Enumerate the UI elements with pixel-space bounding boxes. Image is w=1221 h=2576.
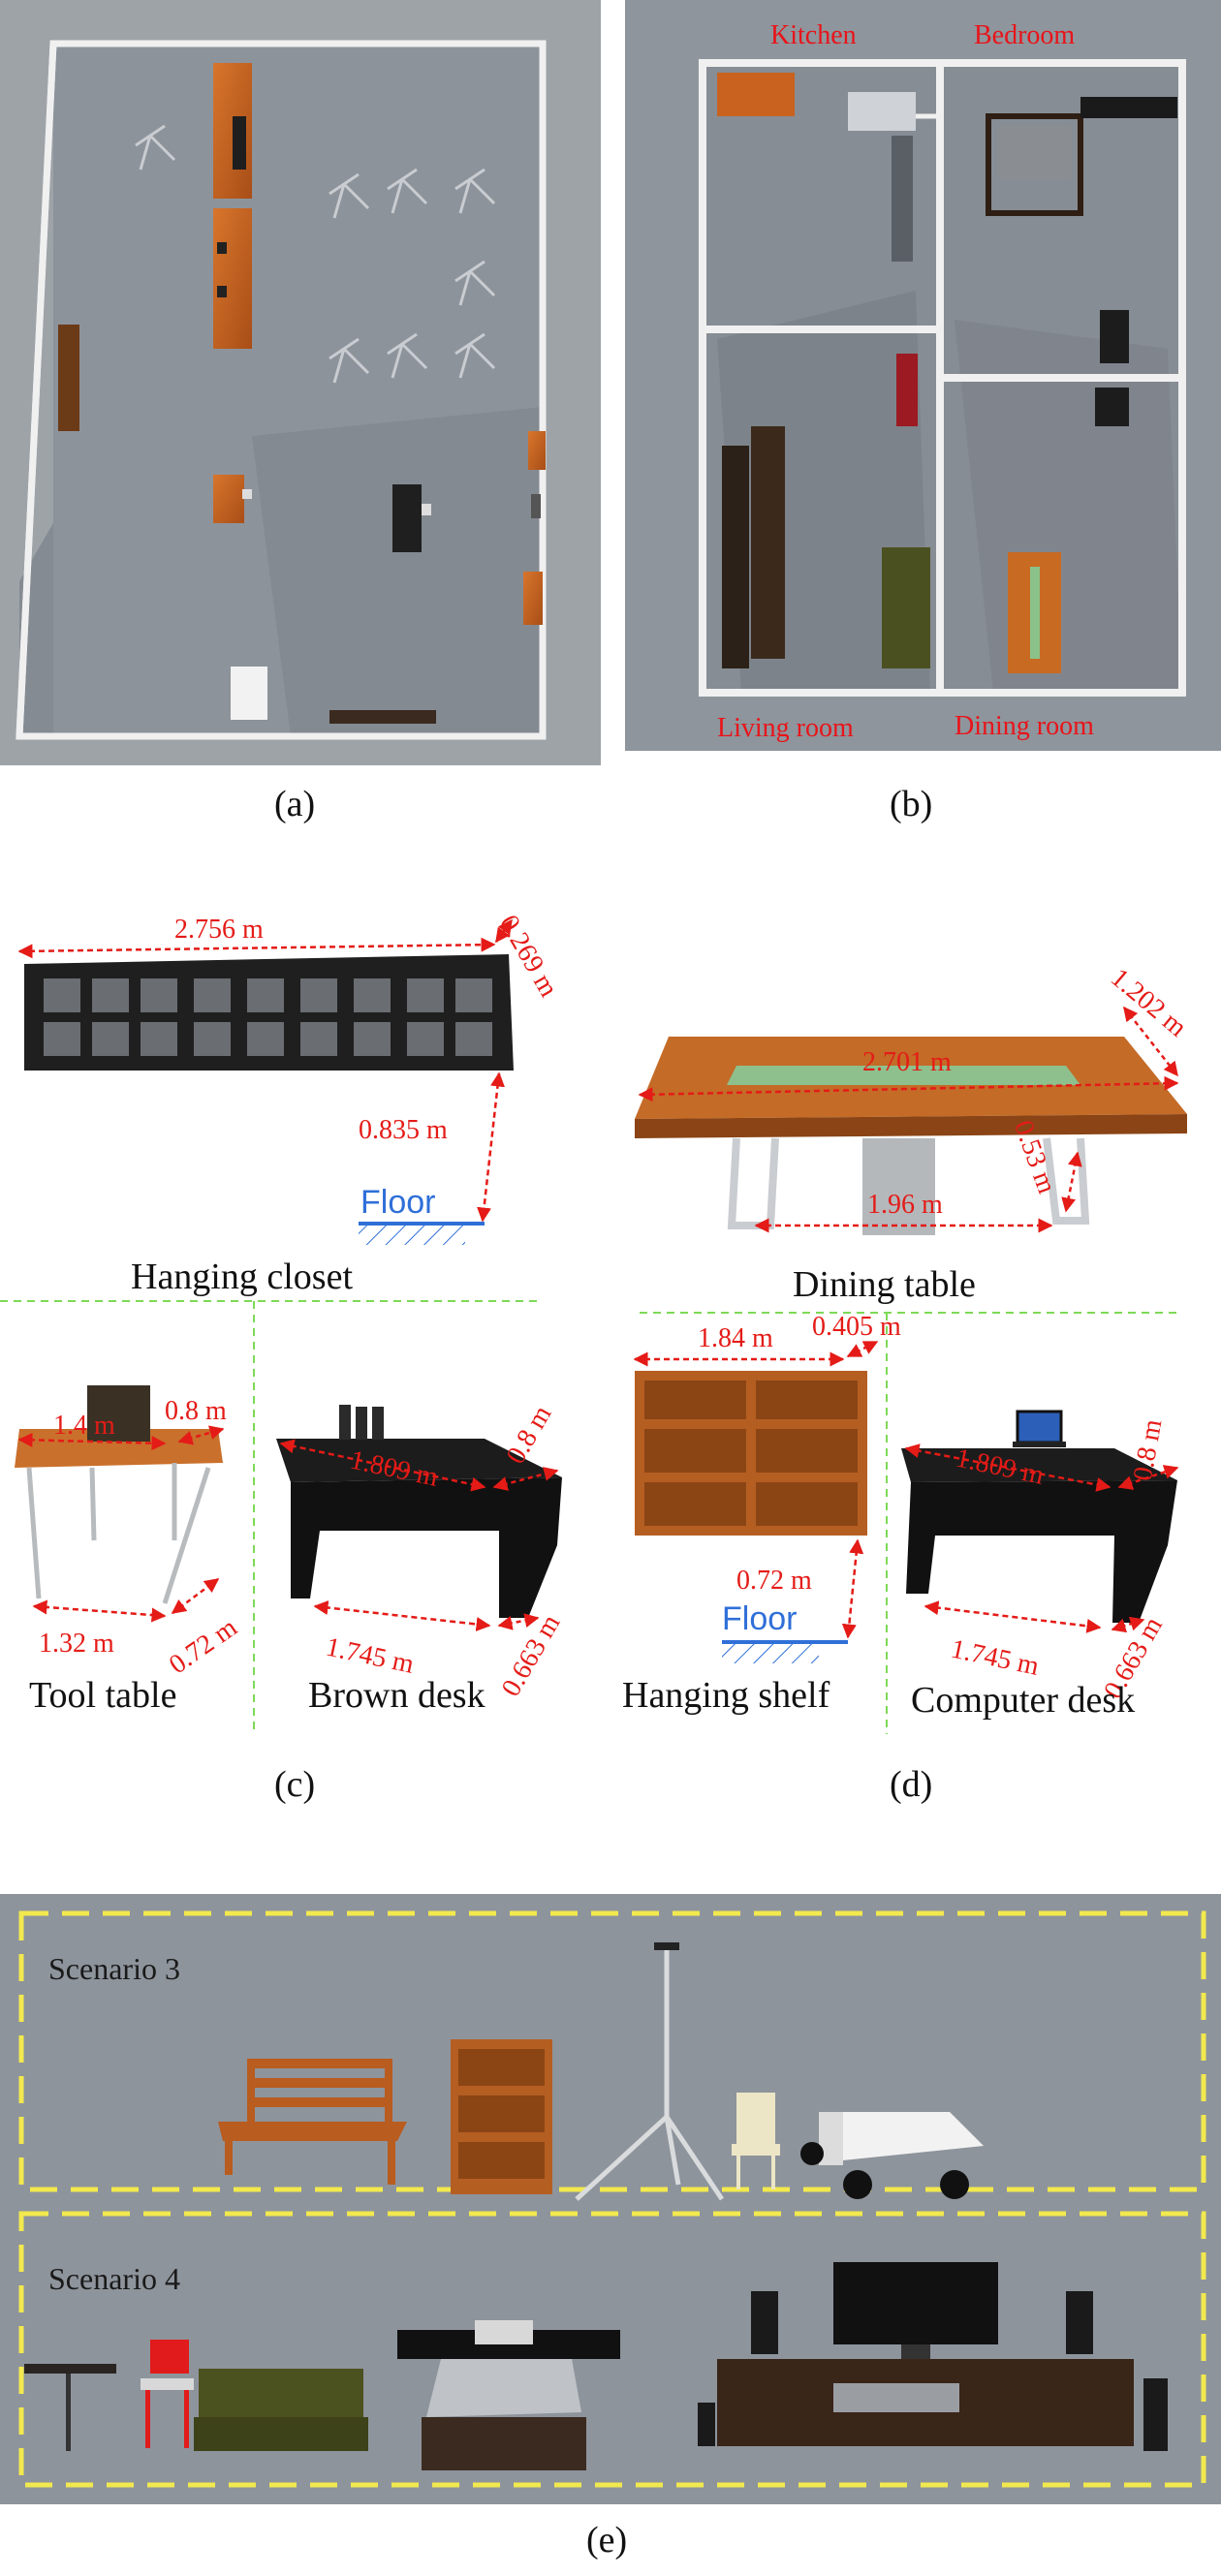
brown-legdepth-label: 0.663 m — [496, 1609, 567, 1701]
brown-desk-label: Brown desk — [308, 1675, 485, 1716]
tool-table-label: Tool table — [29, 1675, 176, 1716]
shelf-height-label: 0.72 m — [736, 1566, 812, 1596]
dining-table: 2.701 m 1.202 m 1.96 m 0.53 m Dining tab… — [635, 963, 1193, 1305]
closet-height-label: 0.835 m — [359, 1115, 448, 1145]
shelf-depth-label: 0.405 m — [812, 1312, 901, 1342]
hanging-closet: 2.756 m 0.269 m 0.835 m Floor Hanging cl… — [17, 910, 564, 1297]
panel-b-apartment-topview: Kitchen Bedroom Living room Dining room — [625, 0, 1221, 751]
dining-table-label: Dining table — [793, 1264, 976, 1305]
dining-legspan-label: 1.96 m — [867, 1190, 943, 1220]
computer-desk-label: Computer desk — [911, 1680, 1135, 1721]
panel-label-c: (c) — [274, 1764, 316, 1805]
hanging-shelf: 1.84 m 0.405 m 0.72 m Floor Hanging shel… — [622, 1312, 901, 1716]
green-dividers — [0, 1300, 1177, 1734]
scenario-4-label: Scenario 4 — [48, 2261, 180, 2296]
panel-label-e: (e) — [586, 2520, 628, 2560]
scenario-3-objects — [218, 1942, 984, 2201]
tool-legwidth-label: 1.32 m — [39, 1629, 114, 1659]
room-label-kitchen: Kitchen — [770, 20, 857, 50]
brown-desk: 1.809 m 0.8 m 1.745 m 0.663 m Brown desk — [276, 1401, 567, 1716]
dining-length-label: 2.701 m — [862, 1047, 952, 1077]
panel-label-a: (a) — [274, 784, 316, 824]
tool-topwidth-label: 1.4 m — [53, 1411, 115, 1441]
tool-topdepth-label: 0.8 m — [165, 1396, 227, 1426]
panel-label-d: (d) — [890, 1764, 933, 1805]
room-label-bedroom: Bedroom — [974, 20, 1075, 50]
closet-width-label: 2.756 m — [174, 915, 264, 945]
shelf-width-label: 1.84 m — [698, 1323, 773, 1353]
dining-width-label: 1.202 m — [1105, 963, 1192, 1043]
hanging-closet-label: Hanging closet — [131, 1257, 353, 1297]
panel-label-b: (b) — [890, 784, 933, 824]
hanging-shelf-label: Hanging shelf — [622, 1675, 830, 1716]
brown-topdepth-label: 0.8 m — [501, 1401, 558, 1470]
computer-desk: 1.809 m 0.8 m 1.745 m 0.663 m Computer d… — [901, 1410, 1179, 1721]
tripod-stands — [135, 124, 496, 384]
computer-legwidth-label: 1.745 m — [949, 1634, 1042, 1682]
panel-a-warehouse-topview — [0, 0, 601, 765]
wood-tables — [58, 63, 546, 625]
closet-floor-label: Floor — [360, 1184, 435, 1221]
shelf-floor-label: Floor — [722, 1600, 797, 1637]
panel-cd-furniture-dimensions: 2.756 m 0.269 m 0.835 m Floor Hanging cl… — [0, 910, 1193, 1734]
scenario-4-objects — [24, 2262, 1168, 2470]
tool-legdepth-label: 0.72 m — [164, 1612, 243, 1680]
tool-table: 1.4 m 0.8 m 1.32 m 0.72 m Tool table — [15, 1385, 243, 1716]
panel-e-scenarios: Scenario 3 Scenario 4 — [0, 1894, 1221, 2504]
room-label-living-room: Living room — [717, 713, 854, 743]
room-label-dining-room: Dining room — [955, 711, 1094, 741]
scenario-3-label: Scenario 3 — [48, 1951, 180, 1986]
brown-legwidth-label: 1.745 m — [324, 1632, 417, 1680]
